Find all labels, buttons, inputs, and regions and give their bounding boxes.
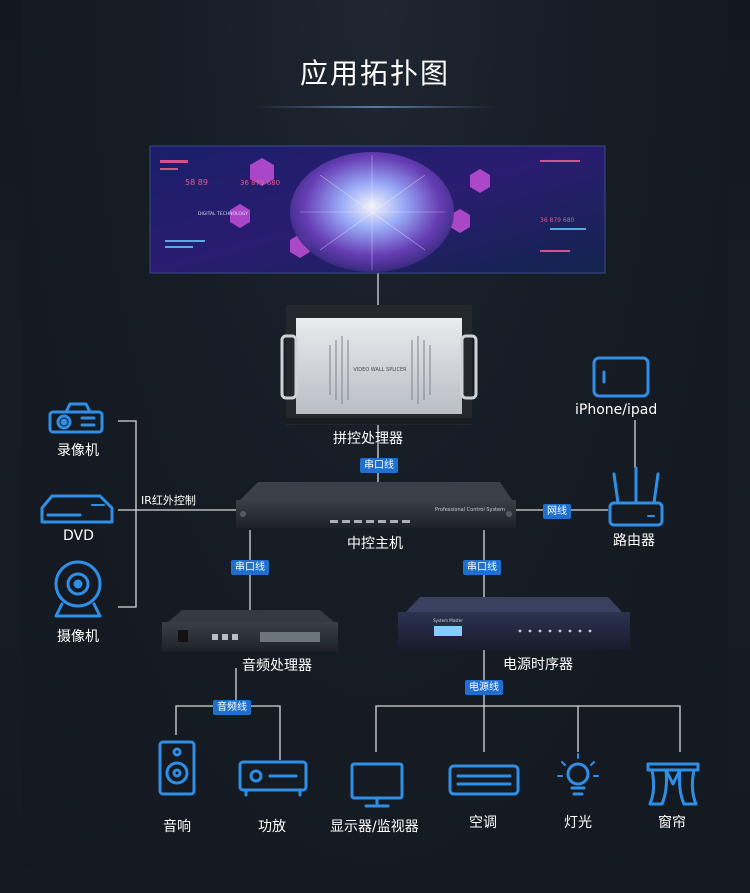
splicer-panel-text: VIDEO WALL SPLICER <box>353 367 407 373</box>
power-sequencer-label: 电源时序器 <box>503 654 573 674</box>
recorder-icon <box>50 404 102 432</box>
amplifier-label: 功放 <box>258 816 286 836</box>
audio-processor-label: 音频处理器 <box>242 655 312 675</box>
central-panel-text: Professional Control System <box>435 507 505 513</box>
serial-left-tag: 串口线 <box>231 560 269 575</box>
serial-right-tag: 串口线 <box>463 560 501 575</box>
light-label: 灯光 <box>564 812 592 832</box>
screen-text-4: 36 879 680 <box>540 217 575 224</box>
router-icon <box>610 468 662 525</box>
monitor-icon <box>352 764 402 806</box>
screen-text-1: DIGITAL TECHNOLOGY <box>198 211 248 217</box>
ir-bracket-line <box>118 421 136 607</box>
ir-control-label: IR红外控制 <box>141 492 196 508</box>
recorder-label: 录像机 <box>57 440 99 460</box>
splicer-device: VIDEO WALL SPLICER <box>282 305 476 425</box>
audio-processor-device <box>162 610 338 652</box>
screen-text-3: 58 89 <box>185 178 208 187</box>
network-tag: 网线 <box>543 504 571 519</box>
curtain-label: 窗帘 <box>658 812 686 832</box>
webcam-label: 摄像机 <box>57 626 99 646</box>
dvd-icon <box>42 496 112 522</box>
power-bracket-line <box>376 706 680 752</box>
power-panel-text: System Master <box>433 618 463 623</box>
tablet-label: iPhone/ipad <box>575 402 657 418</box>
light-bulb-icon <box>558 754 598 794</box>
speaker-icon <box>160 742 194 794</box>
central-controller-label: 中控主机 <box>347 533 403 553</box>
tablet-icon <box>594 358 648 396</box>
webcam-icon <box>56 562 100 616</box>
speaker-label: 音响 <box>163 816 191 836</box>
power-sequencer-device: System Master <box>398 597 630 650</box>
air-conditioner-icon <box>450 766 518 794</box>
serial-top-tag: 串口线 <box>360 458 398 473</box>
central-controller-device: Professional Control System <box>236 482 516 528</box>
curtain-icon <box>648 764 698 804</box>
screen-text-2: 36 879 680 <box>240 179 280 187</box>
router-label: 路由器 <box>613 530 655 550</box>
dvd-label: DVD <box>63 528 94 544</box>
monitor-label: 显示器/监视器 <box>330 816 419 836</box>
audio-cable-tag: 音频线 <box>213 700 251 715</box>
video-wall-screen: DIGITAL TECHNOLOGY 36 879 680 58 89 36 8… <box>150 146 605 273</box>
power-cable-tag: 电源线 <box>465 680 503 695</box>
splicer-label: 拼控处理器 <box>333 428 403 448</box>
air-conditioner-label: 空调 <box>469 812 497 832</box>
amplifier-icon <box>240 762 306 795</box>
